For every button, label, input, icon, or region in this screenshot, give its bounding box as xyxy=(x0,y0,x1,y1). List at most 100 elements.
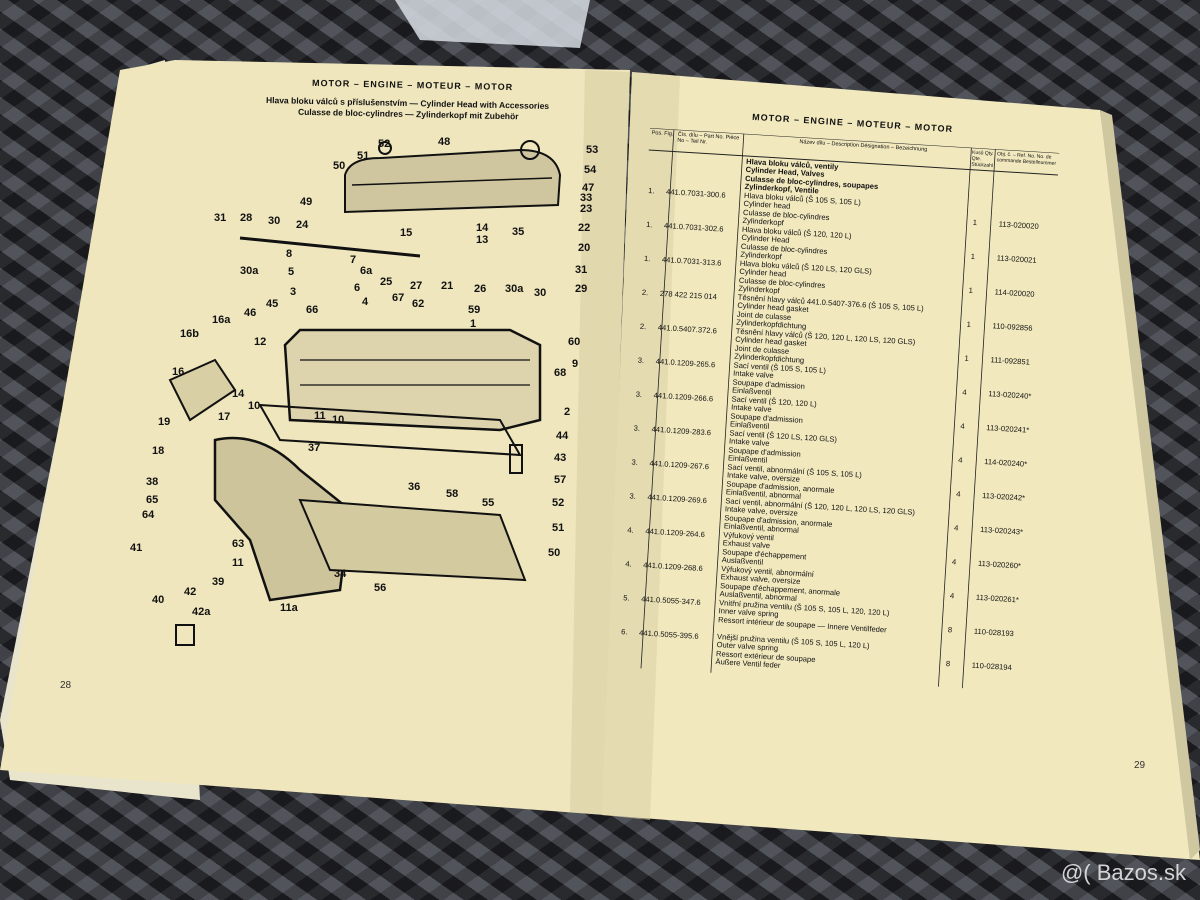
row-qty: 1 xyxy=(972,217,978,228)
row-ref-number: 110-092856 xyxy=(992,321,1033,333)
callout-16b: 16b xyxy=(180,328,199,340)
callout-55: 55 xyxy=(482,497,495,509)
row-pos: 1. xyxy=(645,219,653,230)
row-pos: 1. xyxy=(643,253,651,264)
callout-22: 22 xyxy=(578,222,591,234)
callout-40: 40 xyxy=(152,594,165,606)
callout-27: 27 xyxy=(410,280,423,292)
callout-64: 64 xyxy=(142,509,155,521)
row-ref-number: 113-020241* xyxy=(986,423,1030,435)
callout-67: 67 xyxy=(392,292,405,304)
callout-33: 33 xyxy=(580,192,593,204)
row-qty: 4 xyxy=(955,489,961,499)
callout-49: 49 xyxy=(300,196,313,208)
callout-52: 52 xyxy=(378,138,391,150)
callout-15: 15 xyxy=(400,227,413,239)
callout-30a: 30a xyxy=(240,265,259,277)
callout-58: 58 xyxy=(446,488,459,500)
callout-5: 5 xyxy=(288,266,295,278)
callout-20: 20 xyxy=(578,242,591,254)
callout-26: 26 xyxy=(474,283,487,295)
row-qty: 4 xyxy=(960,421,965,431)
row-qty: 1 xyxy=(966,319,972,329)
callout-14-left: 14 xyxy=(232,388,245,400)
callout-53: 53 xyxy=(586,144,599,156)
callout-35: 35 xyxy=(512,226,525,238)
row-pos: 5. xyxy=(622,593,630,603)
callout-17: 17 xyxy=(218,411,231,423)
row-pos: 4. xyxy=(627,525,635,535)
row-qty: 1 xyxy=(968,285,974,296)
callout-41: 41 xyxy=(130,542,143,554)
right-page-number: 29 xyxy=(1134,760,1146,771)
callout-60: 60 xyxy=(568,336,581,348)
callout-9: 9 xyxy=(572,358,579,370)
callout-37: 37 xyxy=(308,442,321,454)
row-ref-number: 113-020242* xyxy=(981,490,1026,503)
col-header-qty: Kusů Qty. Qte. Stückzahl xyxy=(971,149,994,170)
row-pos: 3. xyxy=(631,457,639,467)
row-pos: 3. xyxy=(633,423,641,433)
callout-51: 51 xyxy=(357,150,370,162)
callout-42a: 42a xyxy=(192,606,211,618)
callout-6: 6 xyxy=(354,282,361,294)
callout-31: 31 xyxy=(214,212,227,224)
callout-11-left: 11 xyxy=(232,557,244,569)
callout-54: 54 xyxy=(584,164,597,176)
callout-38: 38 xyxy=(146,476,159,488)
row-ref-number: 113-020243* xyxy=(979,524,1024,537)
callout-25: 25 xyxy=(380,276,393,288)
callout-68: 68 xyxy=(554,367,567,379)
row-ref-number: 114-020020 xyxy=(994,287,1035,299)
callout-6a: 6a xyxy=(360,265,373,277)
row-qty: 4 xyxy=(958,455,963,465)
callout-50-bottom: 50 xyxy=(548,547,561,559)
row-pos: 3. xyxy=(629,491,637,501)
callout-14: 14 xyxy=(476,222,489,234)
row-ref-number: 113-020021 xyxy=(996,253,1037,265)
row-ref-number: 114-020240* xyxy=(983,457,1028,469)
callout-51-bottom: 51 xyxy=(552,522,565,534)
callout-16a: 16a xyxy=(212,314,231,326)
callout-13: 13 xyxy=(476,234,489,246)
callout-57: 57 xyxy=(554,474,567,486)
row-ref-number: 113-020020 xyxy=(998,219,1039,231)
row-ref-number: 113-020260* xyxy=(977,558,1022,571)
callout-47: 47 xyxy=(582,182,595,194)
callout-8: 8 xyxy=(286,248,293,260)
callout-43: 43 xyxy=(554,452,567,464)
callout-56: 56 xyxy=(374,582,387,594)
row-ref-number: 111-092851 xyxy=(990,355,1031,367)
row-pos: 4. xyxy=(625,559,632,569)
callout-16: 16 xyxy=(172,366,185,378)
callout-45: 45 xyxy=(266,298,279,310)
callout-21: 21 xyxy=(441,280,454,292)
row-qty: 4 xyxy=(951,557,957,567)
row-qty: 1 xyxy=(970,251,976,262)
callout-1-top: 1 xyxy=(470,318,477,330)
callout-3: 3 xyxy=(290,286,297,298)
row-ref-number: 113-020240* xyxy=(988,389,1032,401)
row-qty: 8 xyxy=(947,625,953,635)
callout-59: 59 xyxy=(468,304,481,316)
callout-10-left: 10 xyxy=(248,400,261,412)
row-pos: 3. xyxy=(637,355,645,366)
callout-46: 46 xyxy=(244,307,257,319)
callout-52-bottom: 52 xyxy=(552,497,565,509)
callout-48: 48 xyxy=(438,136,451,148)
callout-11-mid: 11 xyxy=(314,410,326,422)
callout-44: 44 xyxy=(556,430,569,442)
table-grid-lines xyxy=(640,128,1060,689)
callout-66: 66 xyxy=(306,304,319,316)
callout-30a-right: 30a xyxy=(505,283,524,295)
callout-4: 4 xyxy=(362,296,369,308)
callout-19: 19 xyxy=(158,416,171,428)
col-header-pos: Pos. Fig. xyxy=(651,130,674,138)
callout-24: 24 xyxy=(296,219,309,231)
